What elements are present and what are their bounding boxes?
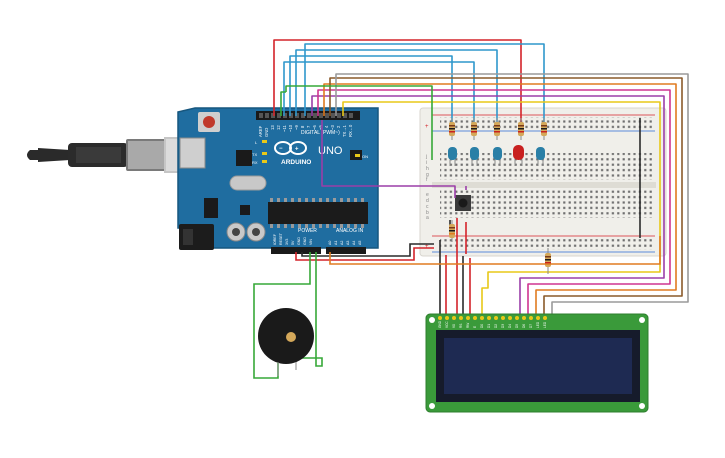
- svg-text:A1: A1: [334, 241, 338, 245]
- pin-label-5: ~5: [318, 125, 323, 130]
- wires-digital[interactable]: [273, 39, 689, 318]
- pin-label-aref: AREF: [258, 125, 263, 137]
- svg-text:GND: GND: [303, 237, 307, 245]
- pin-label-11: ~11: [282, 125, 287, 132]
- svg-text:VCC: VCC: [445, 321, 449, 328]
- lcd-screen: [444, 338, 632, 394]
- wires-power[interactable]: [253, 186, 661, 379]
- svg-text:D7: D7: [529, 324, 533, 328]
- reset-button[interactable]: [203, 116, 215, 128]
- svg-text:A3: A3: [346, 241, 350, 245]
- svg-text:LED: LED: [543, 321, 547, 328]
- svg-text:RW: RW: [466, 323, 470, 328]
- svg-text:LED: LED: [536, 321, 540, 328]
- digital-label: DIGITAL (PWM~): [301, 130, 340, 136]
- led-l-label: L: [255, 140, 258, 145]
- svg-text:D5: D5: [515, 324, 519, 328]
- svg-text:RS: RS: [459, 324, 463, 328]
- svg-text:D1: D1: [487, 324, 491, 328]
- row-f: f: [426, 177, 428, 183]
- svg-text:A4: A4: [352, 241, 356, 245]
- pin-label-3: ~3: [330, 125, 335, 130]
- led-blue-2[interactable]: [470, 147, 479, 166]
- row-i: i: [426, 160, 427, 166]
- pin-label-7: 7: [306, 125, 311, 128]
- pin-label-tx: TX→1: [342, 124, 347, 137]
- svg-text:−: −: [279, 146, 283, 152]
- svg-text:A2: A2: [340, 241, 344, 245]
- pin-label-13: 13: [270, 125, 275, 130]
- usb-cable[interactable]: [27, 137, 200, 173]
- svg-text:D0: D0: [480, 324, 484, 328]
- svg-text:D6: D6: [522, 324, 526, 328]
- svg-text:D2: D2: [494, 324, 498, 328]
- leds[interactable]: [448, 145, 545, 166]
- power-header[interactable]: [271, 247, 321, 254]
- row-j: j: [425, 154, 427, 160]
- rail-plus-label: +: [425, 124, 429, 130]
- on-label: ON: [362, 154, 368, 159]
- svg-text:RESET: RESET: [279, 232, 283, 245]
- rx-label: RX: [252, 160, 258, 165]
- svg-text:5V: 5V: [291, 240, 295, 245]
- row-a: a: [426, 215, 429, 221]
- led-resistors[interactable]: [449, 118, 547, 140]
- pulldown-resistor[interactable]: [449, 220, 455, 242]
- piezo-buzzer[interactable]: [258, 308, 314, 376]
- analog-header[interactable]: [326, 247, 366, 254]
- svg-text:GND: GND: [438, 320, 442, 328]
- pin-label-9: ~9: [294, 125, 299, 130]
- row-b: b: [426, 210, 429, 216]
- svg-text:V0: V0: [452, 324, 456, 328]
- arduino-uno-board[interactable]: AREF GND 13 12 ~11 ~10 ~9 8 7 ~6 ~5 4 ~3…: [177, 107, 379, 254]
- svg-text:A0: A0: [328, 241, 332, 245]
- svg-text:GND: GND: [297, 237, 301, 245]
- row-d: d: [426, 198, 429, 204]
- svg-text:D4: D4: [508, 324, 512, 328]
- lcd-16x2[interactable]: GND VCC V0 RS RW E D0 D1 D2 D3 D4 D5 D6 …: [425, 313, 649, 413]
- usb-chip: [236, 150, 252, 166]
- wires-rails[interactable]: [439, 118, 656, 318]
- led-blue-1[interactable]: [448, 147, 457, 166]
- model-label: UNO: [318, 145, 343, 157]
- analog-label: ANALOG IN: [336, 228, 364, 234]
- pin-label-gnd: GND: [264, 128, 269, 137]
- pin-label-rx: RX←0: [348, 124, 353, 137]
- atmega-chip: [268, 202, 368, 224]
- svg-text:+: +: [295, 147, 299, 153]
- pin-label-8: 8: [300, 125, 305, 128]
- pin-label-6: ~6: [312, 125, 317, 130]
- row-c: c: [426, 204, 429, 210]
- svg-text:IOREF: IOREF: [273, 233, 277, 245]
- pin-label-10: ~10: [288, 124, 293, 132]
- svg-text:A5: A5: [358, 241, 362, 245]
- arduino-logo: − +: [274, 141, 307, 155]
- svg-text:E: E: [473, 326, 477, 328]
- pin-label-12: 12: [276, 125, 281, 130]
- svg-text:D3: D3: [501, 324, 505, 328]
- led-blue-3[interactable]: [493, 147, 502, 166]
- power-label: POWER: [298, 228, 317, 234]
- row-h: h: [426, 166, 429, 172]
- row-e: e: [426, 192, 429, 198]
- led-red[interactable]: [513, 145, 524, 166]
- pin-label-2: 2: [336, 125, 341, 128]
- arduino-logo-text: ARDUINO: [281, 159, 311, 166]
- header-pin-labels: AREF GND 13 12 ~11 ~10 ~9 8 7 ~6 ~5 4 ~3…: [258, 124, 353, 137]
- tx-label: TX: [252, 152, 257, 157]
- svg-text:3V3: 3V3: [285, 239, 289, 245]
- svg-text:VIN: VIN: [309, 239, 313, 245]
- push-button[interactable]: [455, 195, 471, 211]
- row-g: g: [426, 172, 429, 178]
- lcd-pin-labels: GND VCC V0 RS RW E D0 D1 D2 D3 D4 D5 D6 …: [438, 320, 547, 328]
- pin-label-4: 4: [324, 125, 329, 128]
- rail-plus-label-bottom: +: [425, 244, 429, 250]
- led-blue-4[interactable]: [536, 147, 545, 166]
